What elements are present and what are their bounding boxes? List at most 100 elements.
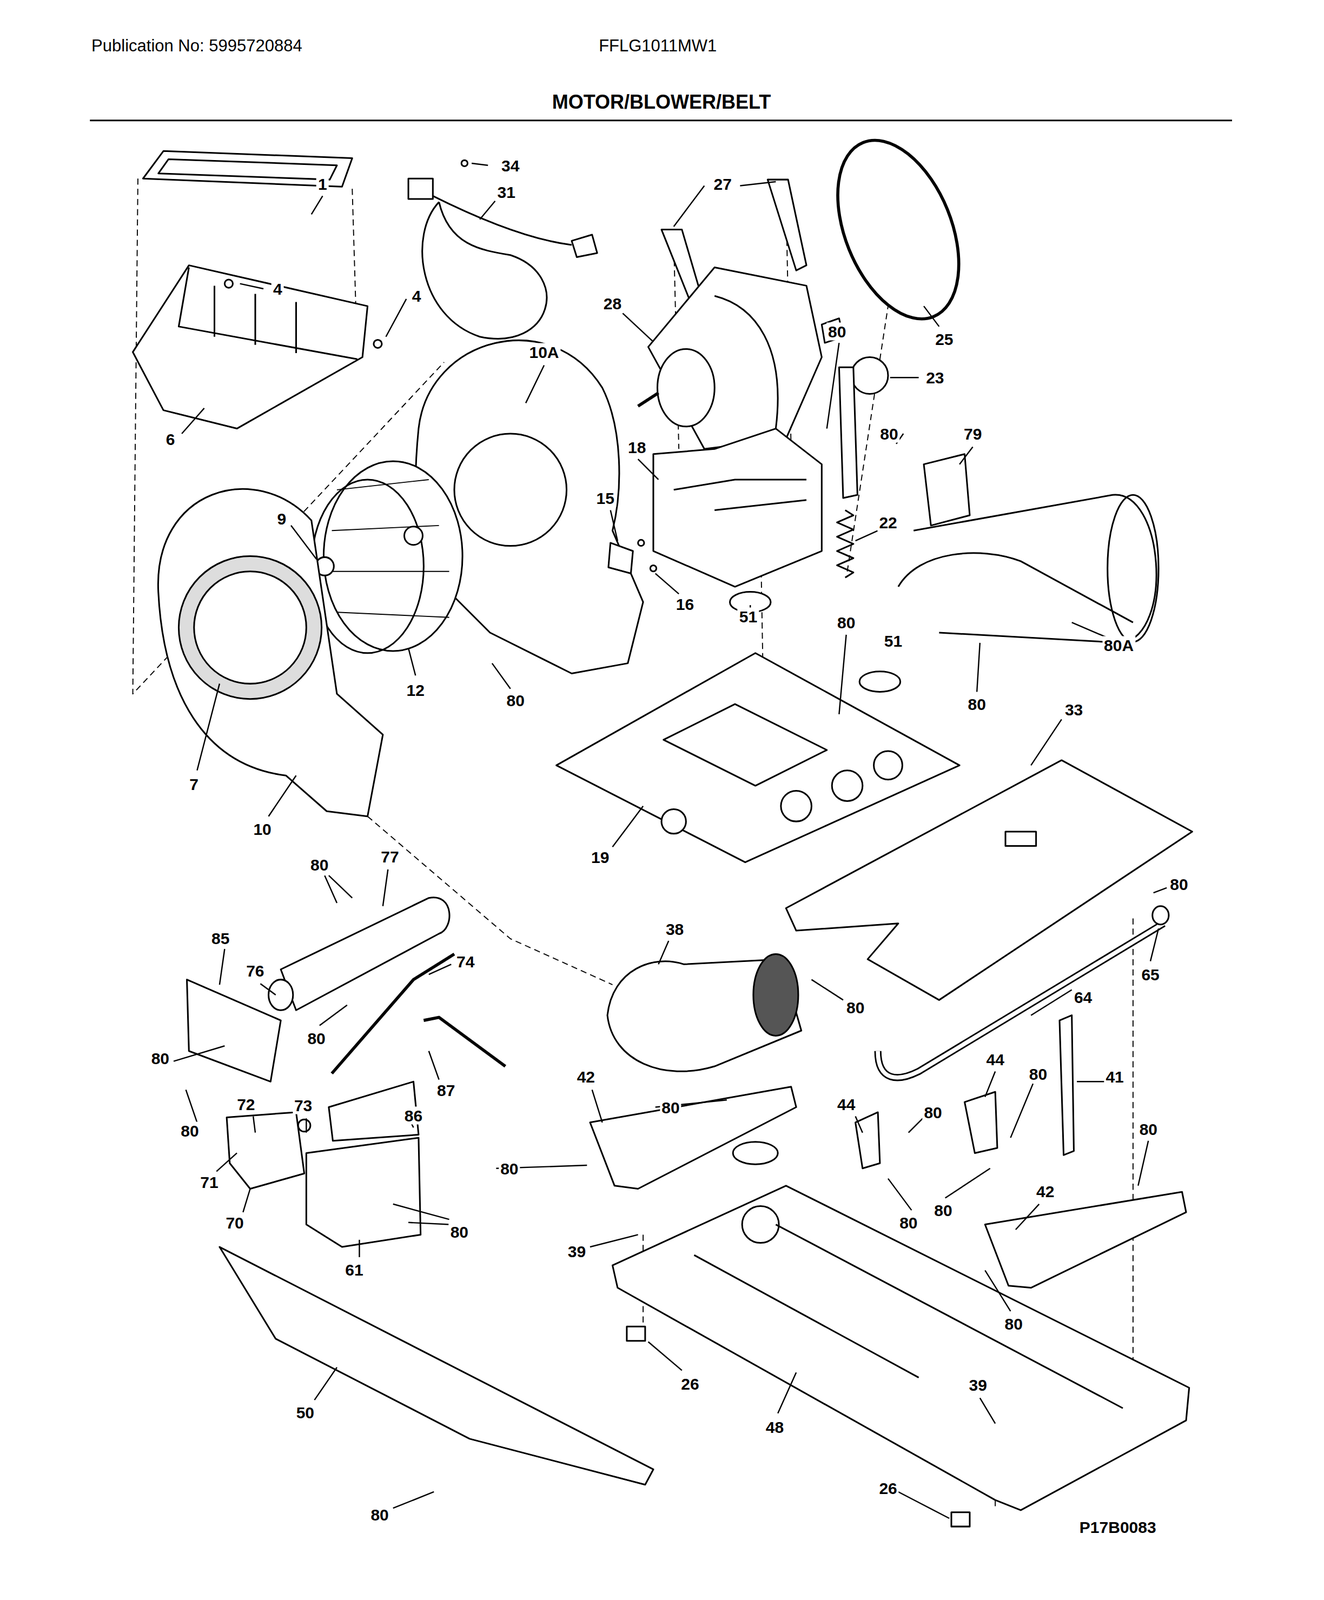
callout-number: 4 <box>410 287 423 306</box>
switch <box>923 454 970 526</box>
callout-number: 73 <box>292 1096 314 1115</box>
grommet <box>732 1142 778 1165</box>
leader-lines <box>173 163 1167 1519</box>
callout-number: 80A <box>1102 636 1136 654</box>
callout-number: 16 <box>674 595 696 614</box>
spring <box>837 510 854 579</box>
power-cord <box>422 202 547 340</box>
base <box>612 1186 1189 1511</box>
callout-number: 34 <box>499 156 521 175</box>
callout-number: 9 <box>275 509 289 528</box>
tube <box>877 923 1164 1078</box>
callout-number: 26 <box>679 1375 701 1394</box>
callout-number: 80 <box>308 855 330 874</box>
plate <box>187 980 282 1083</box>
callout-number: 80 <box>1003 1315 1025 1334</box>
motor <box>648 267 823 449</box>
bracket <box>964 1091 998 1154</box>
mount-plate <box>556 653 960 863</box>
lint-duct <box>133 265 368 429</box>
callout-number: 74 <box>454 952 476 971</box>
wire-harness <box>423 1017 506 1067</box>
callout-number: 80 <box>844 998 866 1017</box>
base-plate <box>785 760 1193 1001</box>
callout-number: 10A <box>527 343 561 362</box>
header-text: Publication No: 5995720884 <box>89 36 304 56</box>
callout-number: 80 <box>504 691 526 710</box>
panel <box>219 1247 654 1486</box>
callout-number: 65 <box>1139 965 1161 984</box>
callout-number: 64 <box>1072 988 1094 1007</box>
callout-number: 61 <box>343 1260 365 1279</box>
header-rule <box>89 119 1233 122</box>
callout-number: 77 <box>379 847 401 866</box>
callout-number: 1 <box>316 174 329 193</box>
motor-clip <box>767 179 807 271</box>
callout-number: 10 <box>251 819 273 838</box>
callout-number: 19 <box>589 848 611 867</box>
callout-number: 80 <box>878 425 900 443</box>
page-title: MOTOR/BLOWER/BELT <box>550 91 773 114</box>
callout-number: 80 <box>448 1223 470 1242</box>
callout-number: 80 <box>922 1103 944 1122</box>
callout-number: 80 <box>305 1029 327 1048</box>
callout-number: 80 <box>966 695 988 714</box>
callout-number: 70 <box>223 1214 246 1233</box>
drive-belt <box>813 122 983 337</box>
callout-number: 80 <box>149 1049 171 1068</box>
callout-number: 76 <box>244 961 266 980</box>
callout-number: 80 <box>826 322 848 341</box>
callout-number: 27 <box>712 174 734 193</box>
idler-arm <box>838 367 858 499</box>
cord-plug <box>408 178 433 200</box>
bar <box>1059 1015 1074 1156</box>
figure-code: P17B0083 <box>1077 1518 1158 1537</box>
callout-number: 26 <box>877 1479 899 1498</box>
callout-number: 51 <box>737 607 759 626</box>
callout-number: 25 <box>933 329 955 348</box>
callout-number: 72 <box>235 1095 257 1114</box>
grommet <box>859 671 900 693</box>
callout-number: 80 <box>1027 1064 1049 1083</box>
blower-housing-front <box>157 488 383 817</box>
callout-number: 71 <box>198 1173 220 1191</box>
foot <box>951 1512 970 1527</box>
callout-number: 44 <box>835 1095 857 1114</box>
callout-number: 6 <box>164 429 177 448</box>
callout-number: 50 <box>294 1404 316 1422</box>
callout-number: 79 <box>962 425 984 443</box>
callout-number: 41 <box>1103 1068 1125 1087</box>
callout-number: 51 <box>882 632 904 651</box>
callout-number: 80 <box>179 1122 201 1141</box>
burner-tube <box>280 897 450 1011</box>
callout-number: 7 <box>187 775 201 793</box>
callout-number: 18 <box>626 438 648 456</box>
callout-number: 38 <box>664 919 686 938</box>
gas-valve <box>226 1112 304 1190</box>
header-text: FFLG1011MW1 <box>597 36 719 56</box>
valve-bracket <box>306 1137 421 1248</box>
callout-number: 80 <box>835 613 857 632</box>
callout-number: 80 <box>368 1505 390 1524</box>
callout-number: 80 <box>1168 875 1190 893</box>
callout-number: 39 <box>566 1242 588 1261</box>
callout-number: 48 <box>764 1418 786 1436</box>
callout-number: 80 <box>498 1160 520 1178</box>
callout-number: 42 <box>575 1068 597 1087</box>
callout-number: 23 <box>924 368 946 387</box>
igniter <box>332 954 455 1074</box>
callout-number: 44 <box>984 1050 1006 1069</box>
rail <box>590 1087 797 1190</box>
callout-number: 80 <box>1137 1120 1160 1138</box>
callout-number: 22 <box>877 513 899 532</box>
callout-number: 86 <box>402 1106 425 1125</box>
ring <box>268 980 294 1011</box>
callout-number: 80 <box>659 1098 681 1117</box>
callout-number: 12 <box>404 680 426 699</box>
motor-mount <box>653 428 822 588</box>
foot <box>626 1326 646 1341</box>
callout-number: 28 <box>601 294 624 313</box>
callout-number: 80 <box>932 1201 954 1220</box>
cap <box>1152 906 1169 925</box>
